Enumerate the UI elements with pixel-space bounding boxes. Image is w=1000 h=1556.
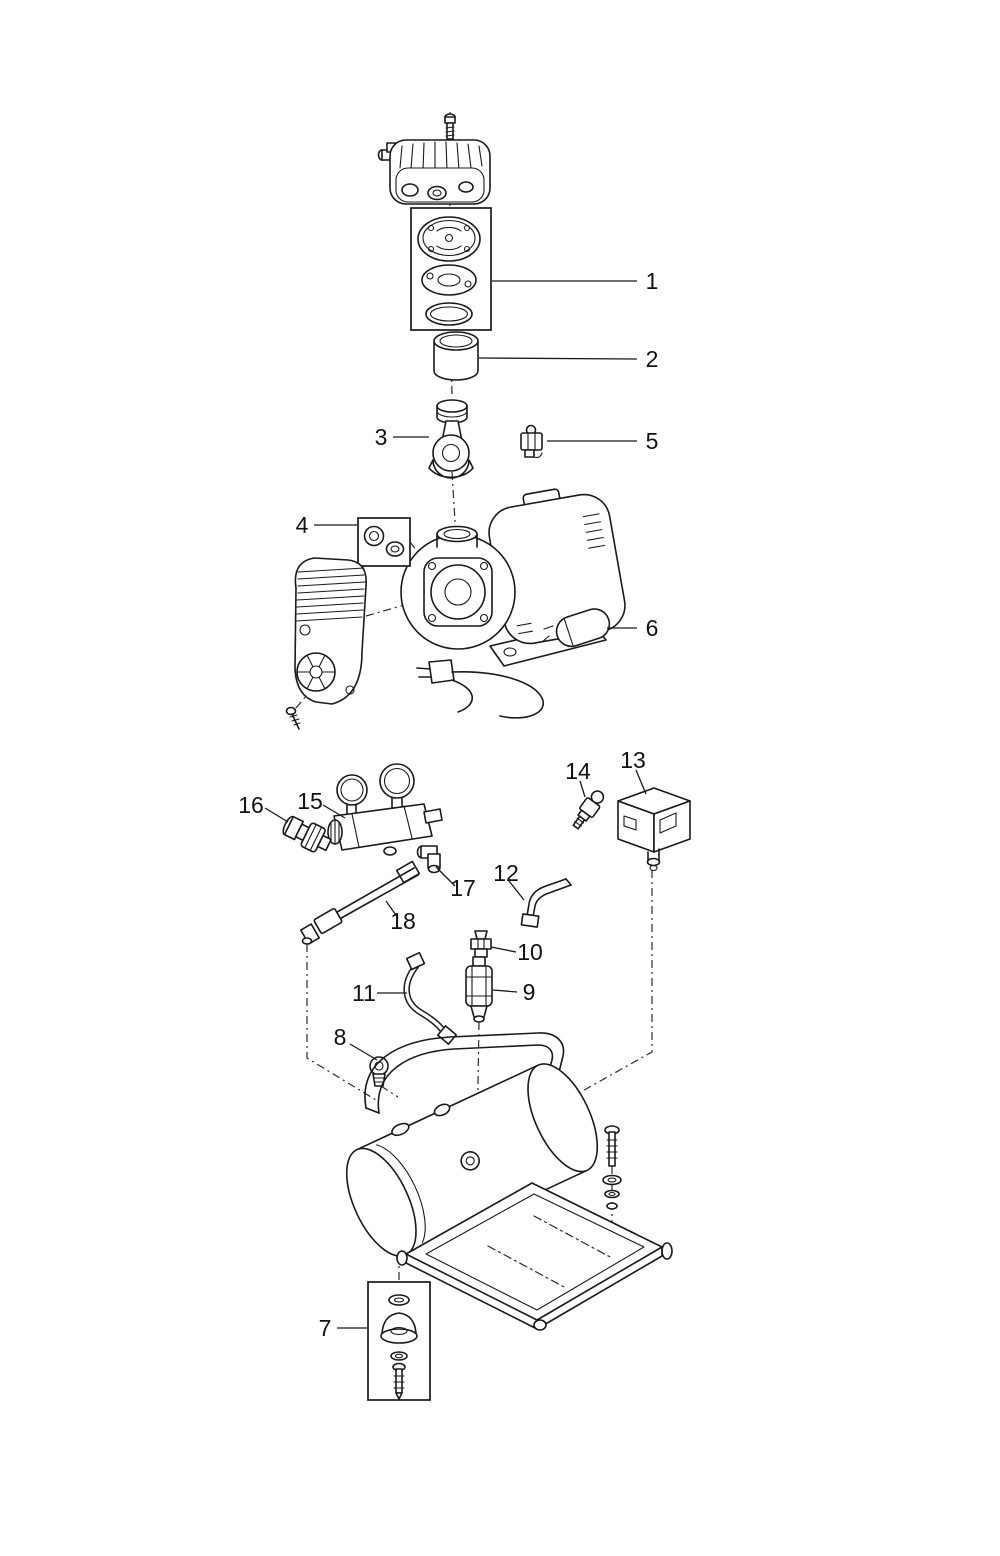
leader-15	[322, 804, 346, 819]
callout-7: 7	[319, 1315, 332, 1341]
part-15-regulator-manifold	[327, 763, 443, 856]
part-3-piston-connecting-rod	[428, 399, 474, 479]
callout-3: 3	[375, 424, 388, 450]
part-7-foot-kit	[367, 1281, 431, 1401]
part-10-reducer-fitting	[470, 930, 492, 958]
leader-14	[579, 780, 586, 798]
leader-9	[492, 989, 518, 993]
power-cord	[416, 659, 545, 719]
callout-12: 12	[493, 860, 519, 886]
callout-10: 10	[517, 939, 543, 965]
leader-2	[478, 357, 638, 360]
leader-17	[435, 866, 456, 887]
callout-8: 8	[334, 1024, 347, 1050]
part-18-outlet-tube	[300, 860, 421, 945]
leader-18	[385, 900, 399, 919]
part-16-quick-coupler	[282, 815, 332, 853]
callout-11: 11	[352, 980, 376, 1006]
leader-10	[490, 946, 517, 953]
callout-17: 17	[450, 875, 476, 901]
part-5-overload-switch	[520, 424, 543, 459]
leader-13	[635, 769, 647, 795]
part-13-pressure-switch	[617, 787, 691, 872]
head-screw	[444, 113, 456, 140]
callout-4: 4	[296, 512, 309, 538]
callout-13: 13	[620, 747, 646, 773]
shroud-screw	[285, 706, 301, 730]
part-11-hose	[403, 951, 458, 1045]
leader-lines	[264, 280, 647, 1329]
callout-5: 5	[646, 428, 659, 454]
leader-8	[349, 1043, 378, 1061]
callout-6: 6	[646, 615, 659, 641]
callout-15: 15	[297, 788, 323, 814]
leader-16	[264, 807, 289, 823]
part-8-tank-fitting	[369, 1056, 389, 1087]
fan-shroud	[294, 557, 367, 705]
callout-14: 14	[565, 758, 591, 784]
base-frame	[396, 1182, 673, 1331]
air-tank	[345, 1063, 599, 1257]
tank-handle	[364, 1032, 565, 1114]
callout-9: 9	[523, 979, 536, 1005]
cylinder-head	[389, 139, 491, 205]
part-4-bearing-seal-kit	[357, 517, 411, 567]
part-9-check-valve	[465, 956, 493, 1023]
callout-18: 18	[390, 908, 416, 934]
callout-16: 16	[238, 792, 264, 818]
frame-bolt-washers	[602, 1125, 622, 1210]
callout-1: 1	[646, 268, 659, 294]
leader-12	[508, 880, 525, 901]
callout-2: 2	[646, 346, 659, 372]
part-6-capacitor	[541, 608, 611, 648]
callout-labels: 1 2 3 4 5 6 7 8 9 10 11 12 13 14 15 16 1…	[238, 268, 658, 1341]
part-1-valve-plate-kit	[410, 207, 492, 331]
part-14-safety-valve	[572, 790, 605, 830]
part-12-transfer-tube	[520, 878, 572, 928]
part-2-cylinder-sleeve	[433, 331, 479, 381]
motor-pump-assembly	[400, 488, 626, 667]
